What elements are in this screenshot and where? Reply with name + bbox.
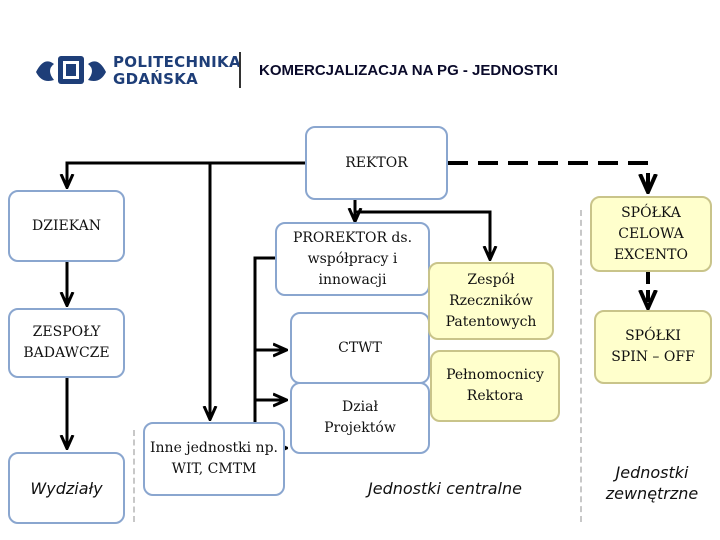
box-rektor[interactable]: REKTOR xyxy=(305,126,448,200)
box-dzial-projektow[interactable]: Dział Projektów xyxy=(290,382,430,454)
rektor-label: REKTOR xyxy=(345,154,408,171)
ctwt-label: CTWT xyxy=(338,339,382,356)
spolka-celowa-label: SPÓŁKA CELOWA EXCENTO xyxy=(614,204,688,263)
box-spolka-celowa[interactable]: SPÓŁKA CELOWA EXCENTO xyxy=(590,196,712,272)
logo-wordmark: POLITECHNIKA GDAŃSKA xyxy=(113,54,241,88)
logo-line2: GDAŃSKA xyxy=(113,70,199,88)
box-dziekan[interactable]: DZIEKAN xyxy=(8,190,125,262)
box-wydzialy[interactable]: Wydziały xyxy=(8,452,125,524)
box-inne-jednostki[interactable]: Inne jednostki np. WIT, CMTM xyxy=(143,422,285,496)
wydzialy-label: Wydziały xyxy=(30,478,103,498)
connector-rektor-rzecznicy xyxy=(355,210,490,258)
separator-right xyxy=(580,210,582,522)
separator-left xyxy=(133,430,135,522)
label-jednostki-zewnetrzne: Jednostki zewnętrzne xyxy=(605,463,699,503)
connector-rektor-spolka xyxy=(448,161,648,190)
politechnika-logo xyxy=(32,50,232,90)
label-jednostki-centralne: Jednostki centralne xyxy=(368,479,522,498)
box-zespoly-badawcze[interactable]: ZESPOŁY BADAWCZE xyxy=(8,308,125,378)
dzial-label: Dział Projektów xyxy=(324,399,396,436)
box-prorektor[interactable]: PROREKTOR ds. współpracy i innowacji xyxy=(275,222,430,296)
spin-off-label: SPÓŁKI SPIN – OFF xyxy=(611,328,695,365)
page-title: KOMERCJALIZACJA NA PG - JEDNOSTKI xyxy=(259,62,558,79)
dziekan-label: DZIEKAN xyxy=(32,217,101,234)
box-spolki-spin-off[interactable]: SPÓŁKI SPIN – OFF xyxy=(594,310,712,384)
pelnomocnicy-label: Pełnomocnicy Rektora xyxy=(446,367,544,404)
connector-rektor-dziekan xyxy=(67,161,305,186)
inne-label: Inne jednostki np. WIT, CMTM xyxy=(150,440,278,477)
box-ctwt[interactable]: CTWT xyxy=(290,312,430,384)
header-divider xyxy=(239,52,241,88)
rzecznicy-label: Zespół Rzeczników Patentowych xyxy=(445,271,537,330)
logo-line1: POLITECHNIKA xyxy=(113,53,241,71)
box-rzecznicy-patentowi[interactable]: Zespół Rzeczników Patentowych xyxy=(428,262,554,340)
prorektor-label: PROREKTOR ds. współpracy i innowacji xyxy=(292,229,413,288)
logo-emblem-icon xyxy=(36,56,106,84)
zespoly-label: ZESPOŁY BADAWCZE xyxy=(23,324,110,361)
box-pelnomocnicy-rektora[interactable]: Pełnomocnicy Rektora xyxy=(430,350,560,422)
